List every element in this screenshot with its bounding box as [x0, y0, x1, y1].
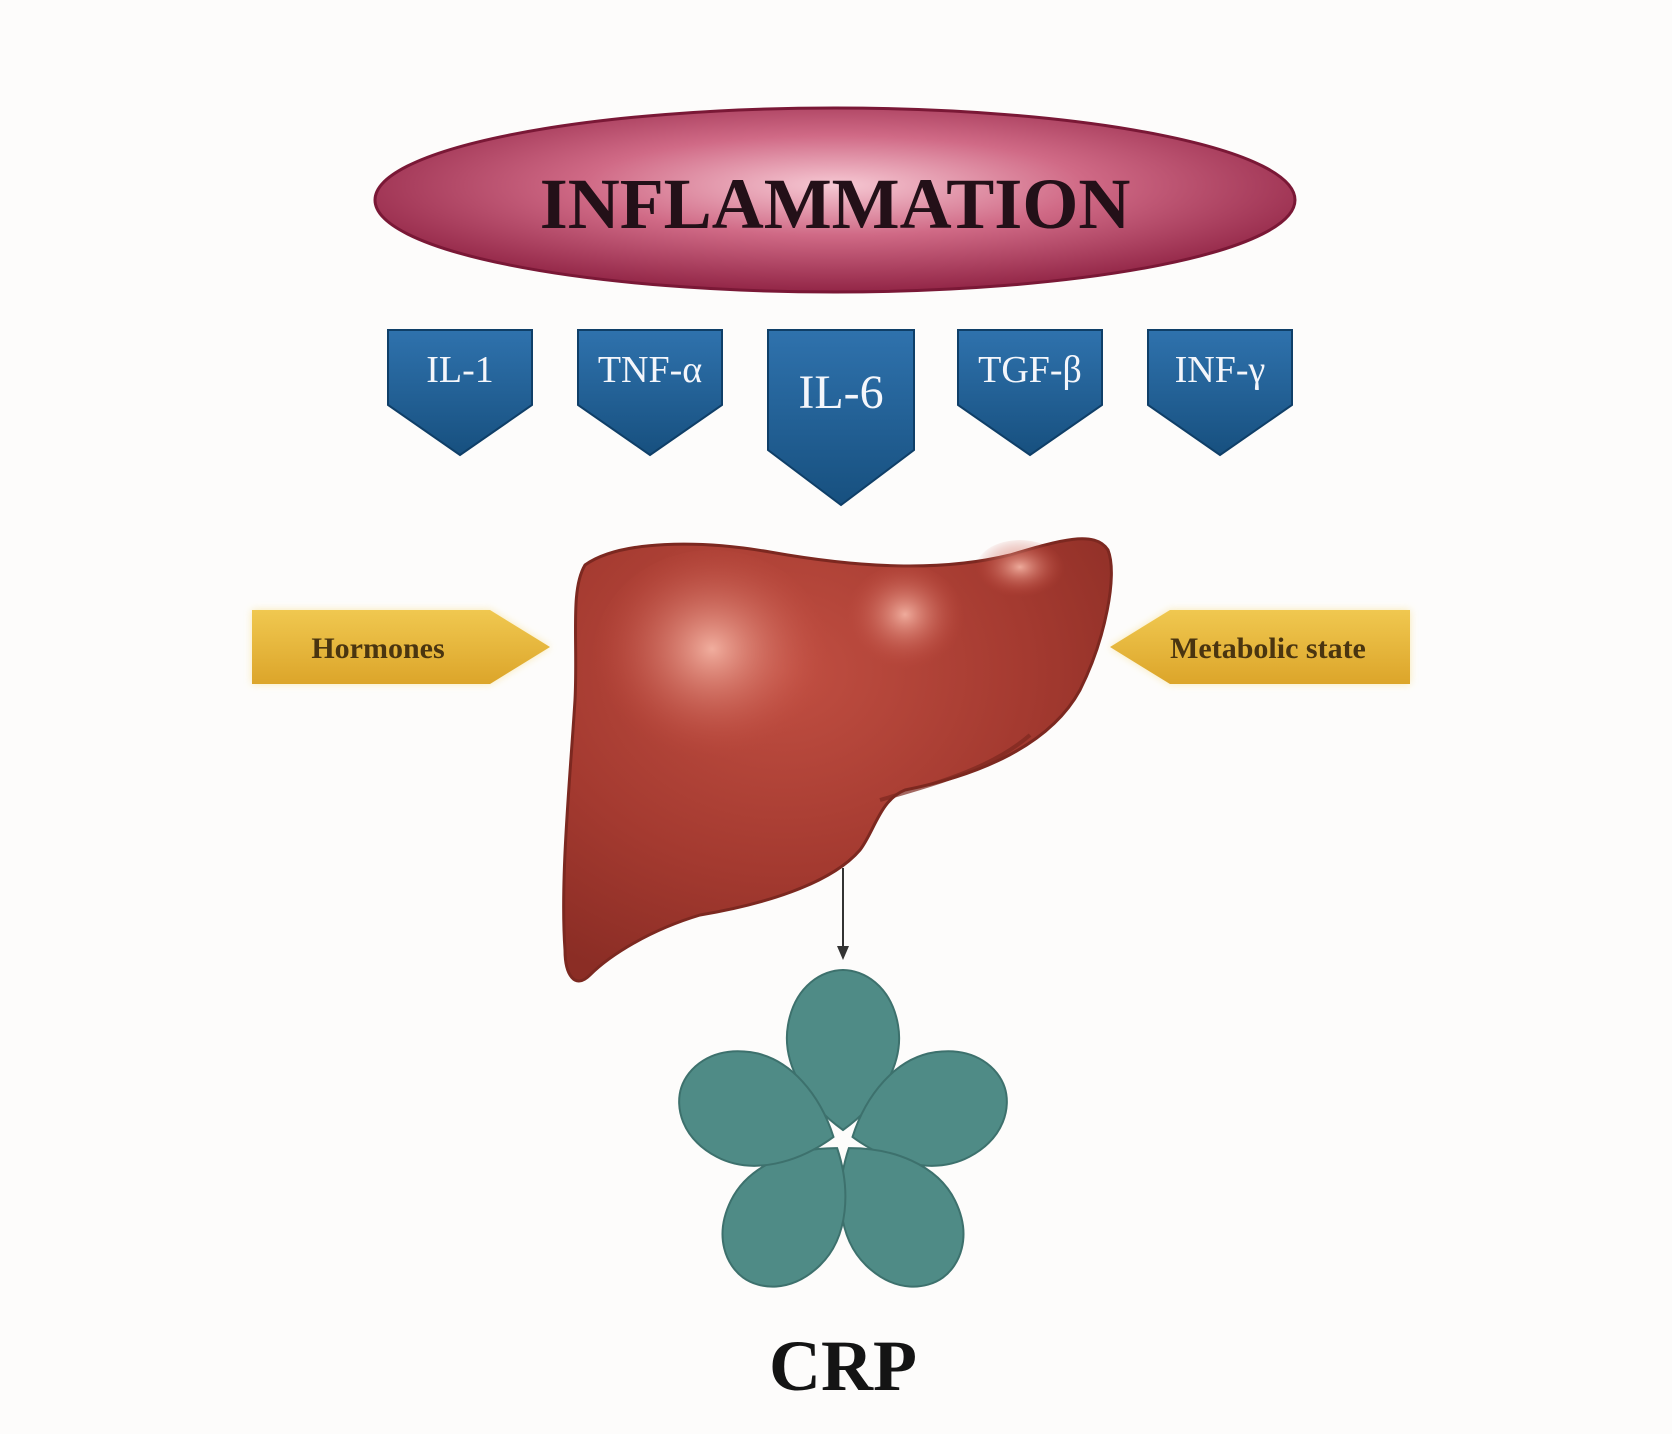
- cytokine-tag-il6: IL-6: [767, 329, 915, 507]
- metabolic-state-arrow: Metabolic state: [1110, 610, 1410, 684]
- inflammation-node: INFLAMMATION: [373, 106, 1297, 294]
- crp-label: CRP: [769, 1326, 917, 1406]
- hormones-arrow: Hormones: [252, 610, 550, 684]
- liver-to-crp-arrow: [837, 868, 849, 960]
- liver-icon: [562, 537, 1113, 983]
- inflammation-ellipse: [373, 106, 1297, 294]
- cytokine-tag-tgf-beta: TGF-β: [957, 329, 1103, 457]
- metabolic-state-label: Metabolic state: [1170, 632, 1366, 665]
- inflammation-label: INFLAMMATION: [540, 164, 1131, 244]
- hormones-label: Hormones: [311, 632, 444, 665]
- cytokine-tag-il1: IL-1: [387, 329, 533, 457]
- cytokine-label: TGF-β: [978, 349, 1082, 391]
- cytokine-label: INF-γ: [1175, 349, 1266, 391]
- cytokine-label: IL-1: [426, 349, 494, 391]
- cytokine-label: IL-6: [798, 366, 883, 419]
- crp-pentamer-icon: [678, 968, 1008, 1288]
- cytokine-label: TNF-α: [598, 349, 702, 391]
- cytokine-tag-tnf-alpha: TNF-α: [577, 329, 723, 457]
- cytokine-tag-inf-gamma: INF-γ: [1147, 329, 1293, 457]
- cytokine-row: IL-1 TNF-α IL-6 TGF-β INF-γ: [387, 329, 1293, 507]
